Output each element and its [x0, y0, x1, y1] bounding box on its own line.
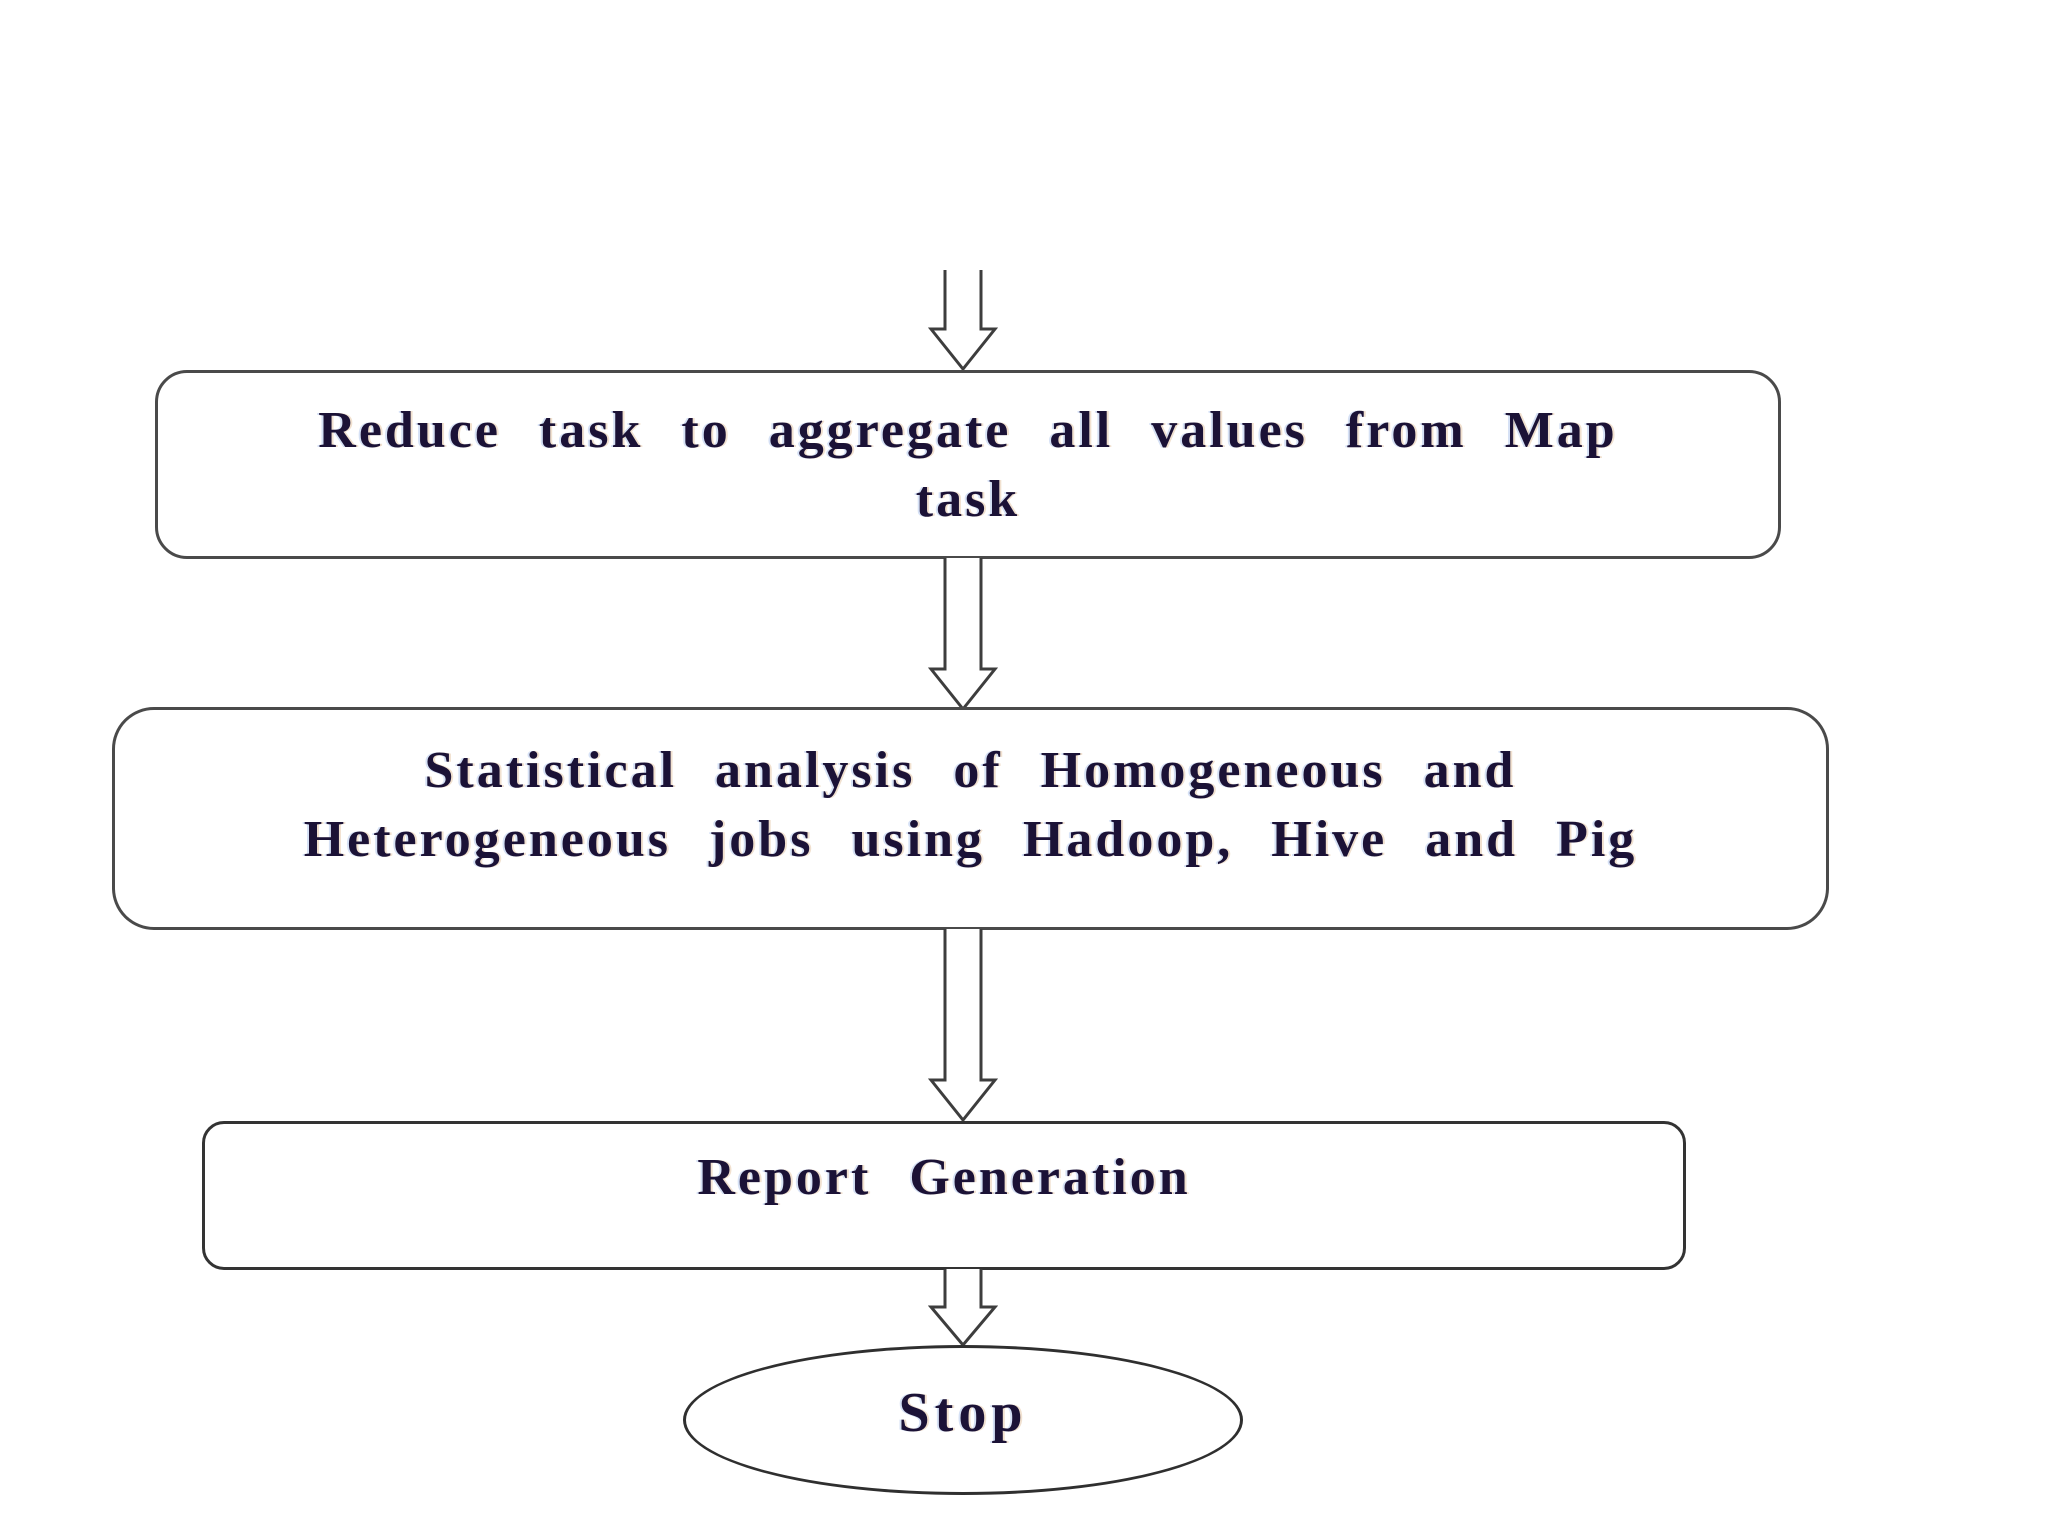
node-stop-line1: Stop	[898, 1381, 1028, 1444]
node-stop-label: Stop	[899, 1379, 1028, 1448]
node-stop-terminator: Stop	[683, 1345, 1243, 1495]
flow-arrow-down-2	[928, 558, 998, 711]
node-report-generation-label: Report Generation	[697, 1143, 1190, 1212]
flow-arrow-down-4	[928, 1269, 998, 1347]
node-reduce-task-line1: Reduce task to aggregate all values from…	[318, 401, 1618, 459]
node-statistical-analysis-line2: Heterogeneous jobs using Hadoop, Hive an…	[303, 810, 1638, 868]
flow-arrow-down-1	[928, 270, 998, 371]
node-reduce-task-line2: task	[915, 470, 1021, 528]
node-report-generation: Report Generation	[202, 1121, 1686, 1270]
node-reduce-task-label: Reduce task to aggregate all values from…	[318, 396, 1617, 534]
node-report-generation-line1: Report Generation	[697, 1148, 1191, 1206]
flow-arrow-down-3	[928, 929, 998, 1122]
node-statistical-analysis-line1: Statistical analysis of Homogeneous and	[424, 741, 1517, 799]
node-reduce-task: Reduce task to aggregate all values from…	[155, 370, 1781, 559]
